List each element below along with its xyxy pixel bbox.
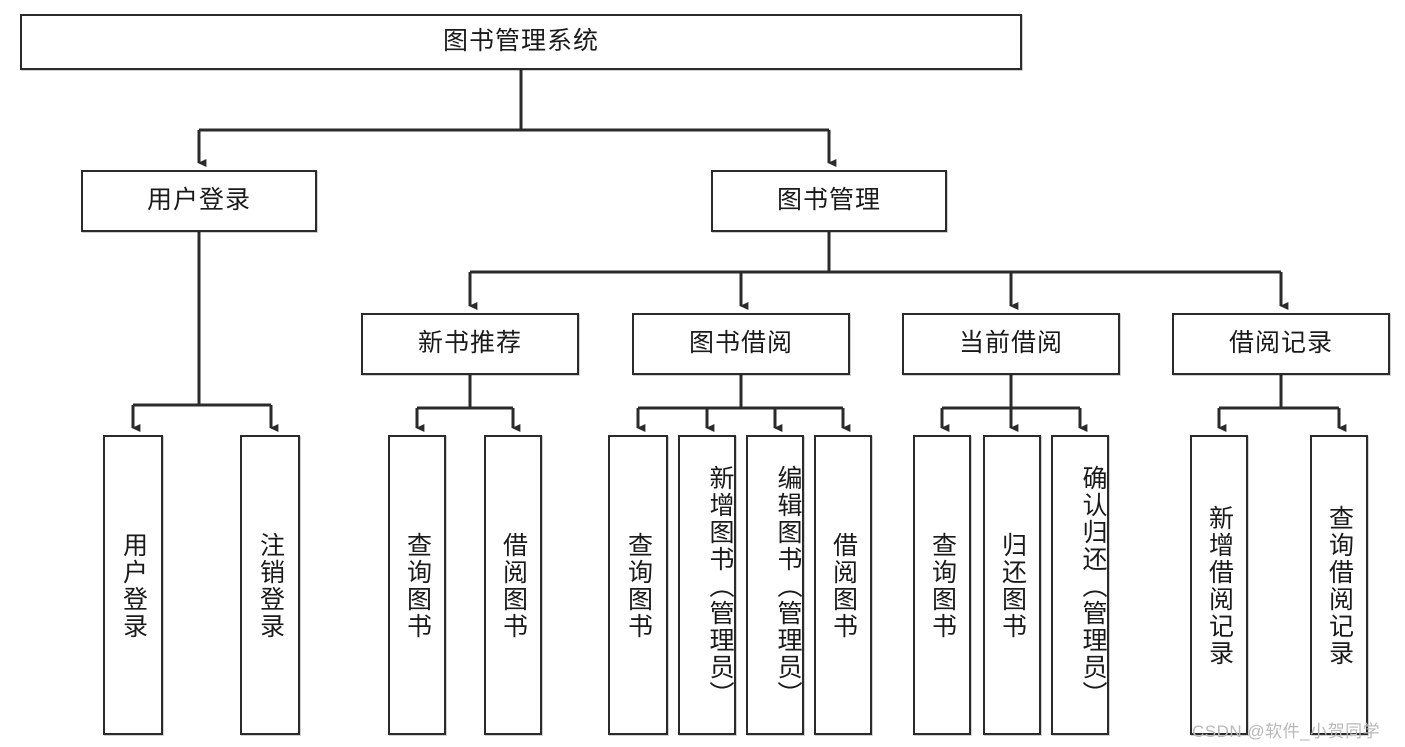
- leaf-node-1-label: 注销登录: [256, 532, 285, 640]
- leaf-node-5[interactable]: 新增图书（管理员）: [678, 435, 736, 735]
- leaf-node-0-label: 用户登录: [119, 532, 148, 640]
- leaf-node-7-label: 借阅图书: [829, 532, 858, 640]
- node-root[interactable]: 图书管理系统: [20, 14, 1022, 70]
- leaf-node-10[interactable]: 确认归还（管理员）: [1051, 435, 1109, 735]
- node-level3-new-book-recommendation[interactable]: 新书推荐: [361, 313, 579, 375]
- leaf-node-9-label: 归还图书: [998, 532, 1027, 640]
- leaf-node-2-label: 查询图书: [403, 532, 432, 640]
- node-root-label: 图书管理系统: [442, 27, 599, 56]
- leaf-node-8[interactable]: 查询图书: [913, 435, 971, 735]
- leaf-node-10-label: 确认归还（管理员）: [1079, 464, 1107, 708]
- node-level2-book-management-label: 图书管理: [776, 186, 881, 215]
- node-level3-borrow-records[interactable]: 借阅记录: [1172, 313, 1390, 375]
- leaf-node-0[interactable]: 用户登录: [103, 435, 163, 735]
- node-level3-borrow-records-label: 借阅记录: [1228, 329, 1333, 358]
- node-level3-new-book-recommendation-label: 新书推荐: [417, 329, 522, 358]
- leaf-node-4-label: 查询图书: [624, 532, 653, 640]
- leaf-node-7[interactable]: 借阅图书: [814, 435, 872, 735]
- node-level3-current-borrowing-label: 当前借阅: [958, 329, 1063, 358]
- leaf-node-6-label: 编辑图书（管理员）: [774, 464, 802, 708]
- leaf-node-2[interactable]: 查询图书: [388, 435, 446, 735]
- leaf-node-1[interactable]: 注销登录: [240, 435, 300, 735]
- leaf-node-8-label: 查询图书: [928, 532, 957, 640]
- node-level2-user-login[interactable]: 用户登录: [81, 170, 317, 232]
- leaf-node-4[interactable]: 查询图书: [608, 435, 668, 735]
- node-level3-current-borrowing[interactable]: 当前借阅: [902, 313, 1120, 375]
- leaf-node-9[interactable]: 归还图书: [983, 435, 1041, 735]
- node-level2-book-management[interactable]: 图书管理: [711, 170, 947, 232]
- leaf-node-3[interactable]: 借阅图书: [484, 435, 542, 735]
- node-level3-book-borrowing[interactable]: 图书借阅: [632, 313, 850, 375]
- leaf-node-3-label: 借阅图书: [499, 532, 528, 640]
- leaf-node-6[interactable]: 编辑图书（管理员）: [746, 435, 804, 735]
- leaf-node-11-label: 新增借阅记录: [1205, 505, 1234, 667]
- leaf-node-12[interactable]: 查询借阅记录: [1310, 435, 1368, 735]
- csdn-watermark: CSDN @软件_小贺同学: [1192, 722, 1381, 741]
- leaf-node-5-label: 新增图书（管理员）: [706, 464, 734, 708]
- node-level2-user-login-label: 用户登录: [146, 186, 251, 215]
- leaf-node-11[interactable]: 新增借阅记录: [1190, 435, 1248, 735]
- node-level3-book-borrowing-label: 图书借阅: [688, 329, 793, 358]
- leaf-node-12-label: 查询借阅记录: [1325, 505, 1354, 667]
